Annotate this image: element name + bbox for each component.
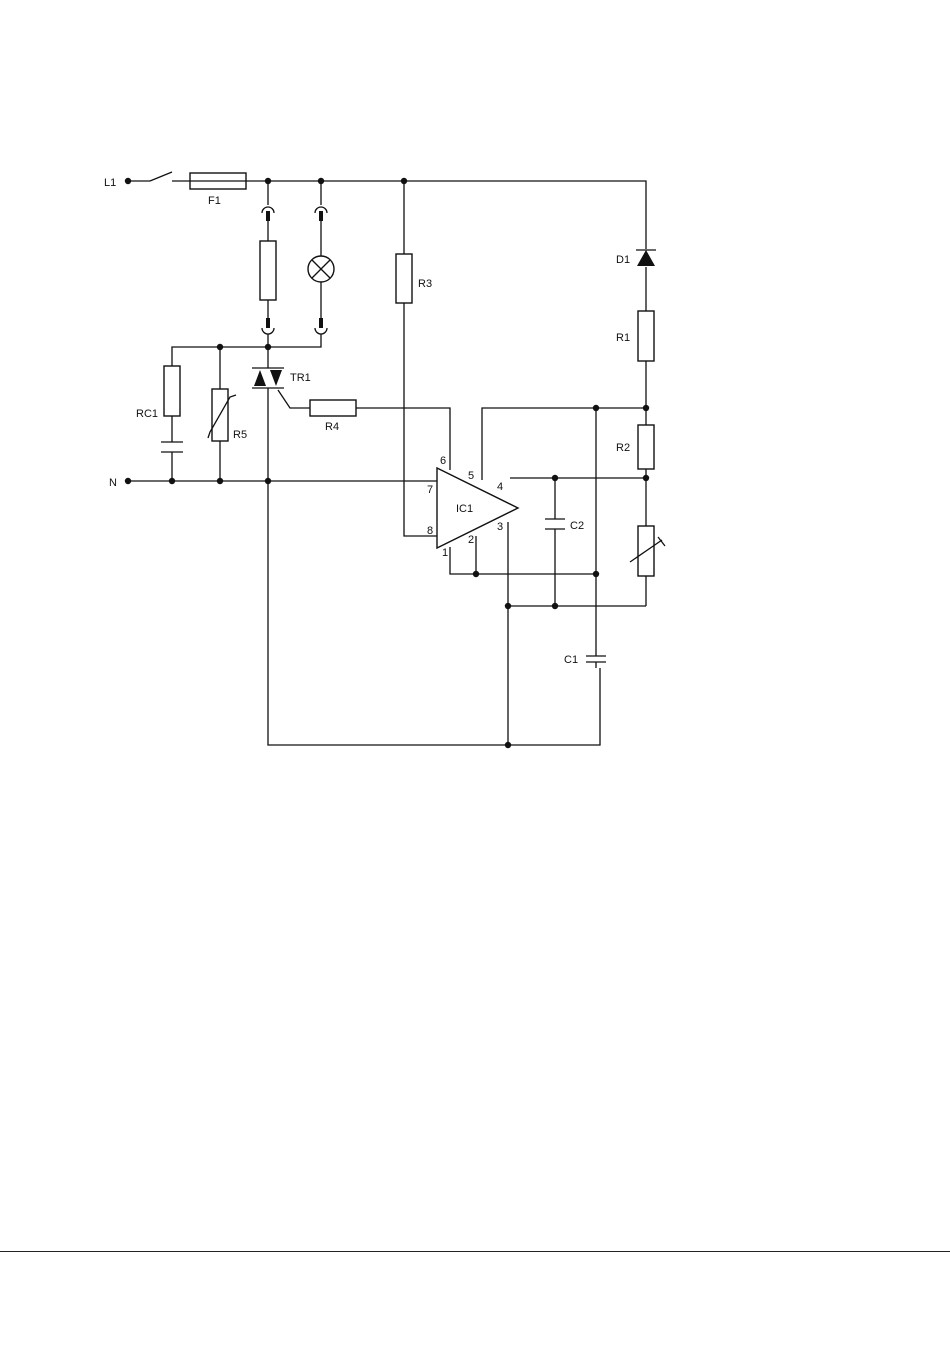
potentiometer-icon (630, 526, 665, 576)
label-r1: R1 (616, 332, 630, 344)
label-tr1: TR1 (290, 372, 311, 384)
terminal-l1-dot (125, 178, 131, 184)
rc1-capacitor-icon (161, 442, 183, 452)
ic-pin-4: 4 (497, 481, 503, 493)
resistor-r2 (638, 425, 654, 469)
varistor-r5 (208, 389, 236, 441)
resistor-r3 (396, 254, 412, 303)
label-r4: R4 (325, 421, 339, 433)
capacitor-c1 (586, 656, 606, 668)
wire-top-rail (246, 181, 646, 249)
rc-snubber-rc1 (164, 366, 180, 416)
wire-pin3 (508, 522, 646, 745)
label-rc1: RC1 (136, 408, 158, 420)
resistor-r4 (310, 400, 356, 416)
diode-d1 (636, 250, 656, 266)
wire-r3 (404, 181, 437, 536)
ic-pin-2: 2 (468, 534, 474, 546)
lamp-icon (308, 256, 334, 282)
label-r3: R3 (418, 278, 432, 290)
load-resistor (260, 241, 276, 300)
ic-pin-8: 8 (427, 525, 433, 537)
label-c1: C1 (564, 654, 578, 666)
ic-pin-6: 6 (440, 455, 446, 467)
ic-pin-1: 1 (442, 547, 448, 559)
ic-pin-3: 3 (497, 521, 503, 533)
label-n: N (109, 477, 117, 489)
switch-icon (150, 172, 172, 181)
triac-tr1 (252, 368, 284, 388)
ic-ic1 (437, 468, 518, 548)
label-r2: R2 (616, 442, 630, 454)
label-c2: C2 (570, 520, 584, 532)
wire-gate-r4 (278, 390, 450, 470)
label-l1: L1 (104, 177, 116, 189)
capacitor-c2 (545, 519, 565, 529)
ic-pin-7: 7 (427, 484, 433, 496)
label-r5: R5 (233, 429, 247, 441)
label-d1: D1 (616, 254, 630, 266)
label-f1: F1 (208, 195, 221, 207)
wire-load-bottom (172, 334, 321, 366)
resistor-r1 (638, 311, 654, 361)
ic-pin-5: 5 (468, 470, 474, 482)
footer-rule (0, 1251, 950, 1252)
label-ic1: IC1 (456, 503, 473, 515)
